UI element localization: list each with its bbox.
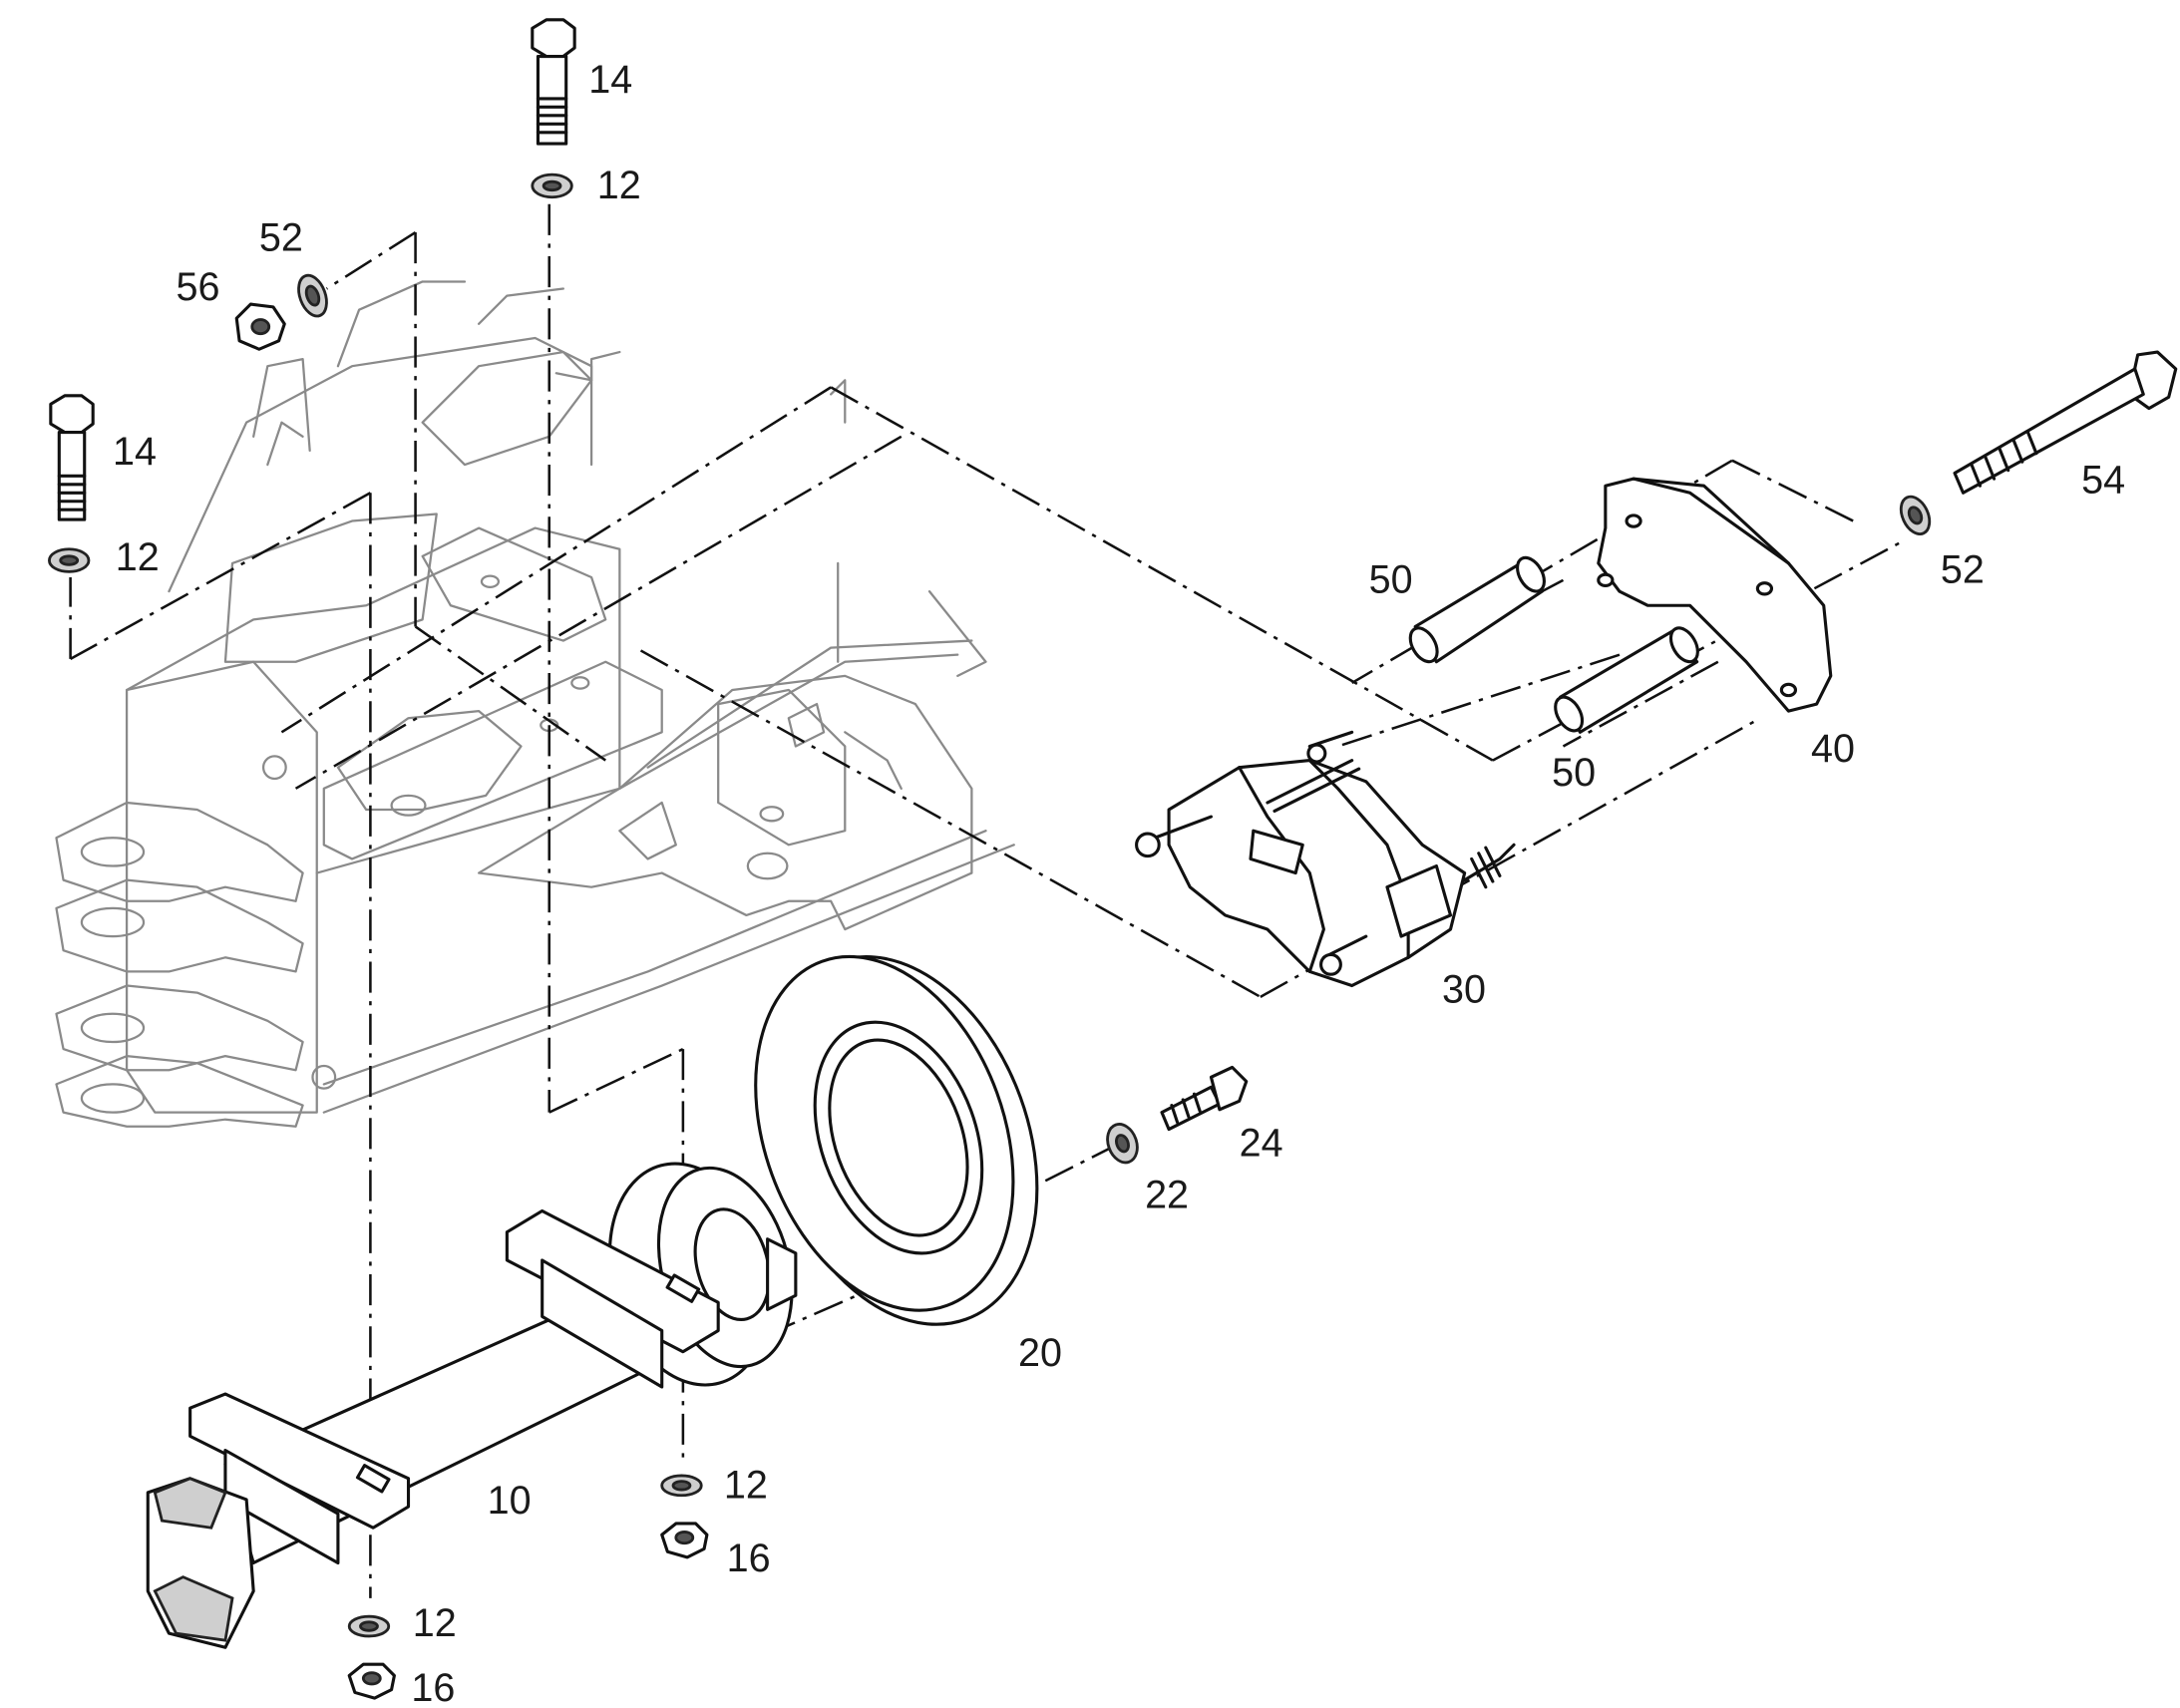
brake-caliper-30 <box>1135 730 1516 988</box>
callout-54: 54 <box>2081 458 2125 502</box>
callout-12-top: 12 <box>597 164 641 207</box>
callout-52-right: 52 <box>1941 548 1985 592</box>
sleeve-50-lower <box>1554 626 1699 734</box>
callout-40: 40 <box>1811 727 1855 771</box>
callout-50-lower: 50 <box>1552 751 1596 795</box>
callout-14-left: 14 <box>113 430 157 474</box>
callout-12-bottom-left: 12 <box>413 1601 457 1645</box>
washer-22-bolt-24 <box>1106 1065 1249 1165</box>
callout-30: 30 <box>1442 967 1486 1011</box>
callout-12-bottom-right: 12 <box>724 1464 768 1508</box>
mounting-bracket-40 <box>1597 477 1833 713</box>
callout-56: 56 <box>177 265 220 309</box>
sleeve-50-upper <box>1408 555 1546 664</box>
chassis-frame-background <box>55 280 1015 1128</box>
bolt-14-left <box>48 394 95 573</box>
axle-10 <box>146 1208 720 1649</box>
callout-labels: 14 12 52 56 14 12 54 52 50 50 40 30 24 2… <box>113 58 2125 1708</box>
washer-12-nut-16-left <box>347 1614 396 1700</box>
callout-14-top: 14 <box>588 58 632 102</box>
washer-12-nut-16-right <box>660 1474 709 1559</box>
callout-50-upper: 50 <box>1369 558 1413 602</box>
callout-52-left: 52 <box>259 215 303 259</box>
callout-10: 10 <box>488 1479 532 1523</box>
callout-22: 22 <box>1145 1174 1189 1217</box>
nut-56-washer-52 <box>234 273 328 351</box>
callout-16-bottom-right: 16 <box>727 1537 771 1580</box>
bolt-14-top <box>531 18 576 199</box>
long-bolt-54-washer-52 <box>1899 350 2178 535</box>
callout-24: 24 <box>1240 1121 1283 1165</box>
assembly-guide-lines <box>69 203 1902 1598</box>
callout-12-left: 12 <box>116 535 160 579</box>
callout-20: 20 <box>1018 1331 1062 1375</box>
callout-16-bottom-left: 16 <box>411 1666 455 1708</box>
brake-disc-20 <box>754 954 1039 1326</box>
